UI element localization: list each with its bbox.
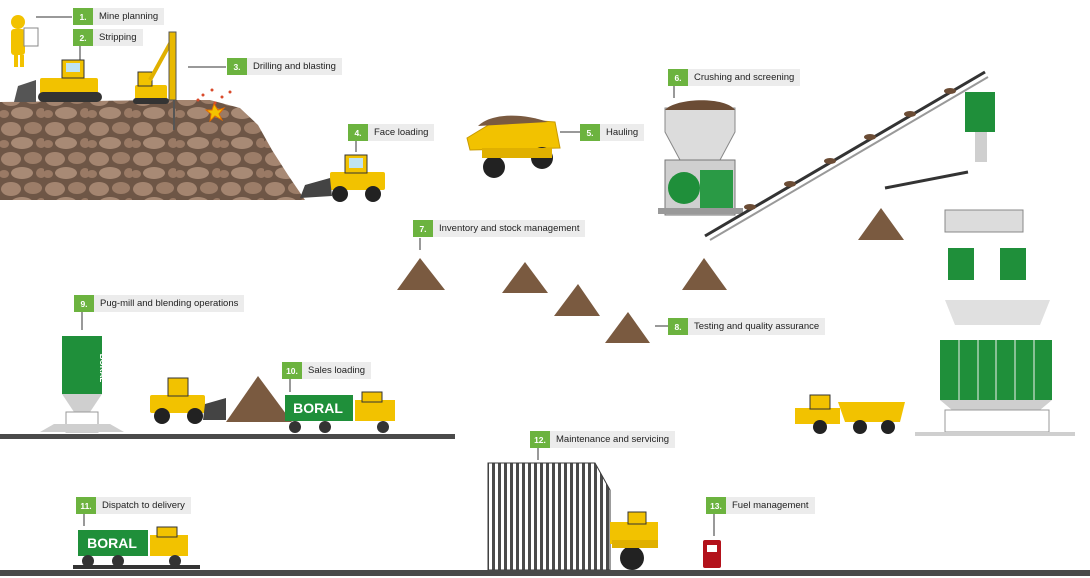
step-number: 5.: [580, 124, 600, 141]
secondary-conveyor: [884, 170, 969, 190]
step-number: 13.: [706, 497, 726, 514]
screening-units: [944, 92, 1050, 325]
wheel-loader-face: [300, 154, 385, 202]
step-text: Maintenance and servicing: [550, 431, 676, 448]
step-label-inventory: 7. Inventory and stock management: [413, 220, 586, 237]
step-text: Dispatch to delivery: [96, 497, 191, 514]
drill-rig: [133, 31, 177, 104]
step-label-hauling: 5. Hauling: [580, 124, 645, 141]
step-label-testing-qa: 8. Testing and quality assurance: [668, 318, 826, 335]
haul-truck: [466, 115, 561, 178]
silo-bank: [915, 340, 1075, 436]
step-text: Fuel management: [726, 497, 815, 514]
step-number: 12.: [530, 431, 550, 448]
service-truck: [610, 511, 658, 570]
step-number: 1.: [73, 8, 93, 25]
step-text: Crushing and screening: [688, 69, 801, 86]
step-number: 7.: [413, 220, 433, 237]
step-label-crushing-screening: 6. Crushing and screening: [668, 69, 801, 86]
dispatch-base-line: [73, 565, 200, 569]
label-leader-lines: [36, 16, 715, 536]
blast-flash-icon: [204, 102, 226, 123]
step-label-face-loading: 4. Face loading: [348, 124, 435, 141]
dispatch-boral-text: BORAL: [87, 535, 137, 551]
fuel-pump-icon: [703, 540, 721, 568]
pugmill-silo: BORAL: [40, 336, 124, 433]
step-number: 4.: [348, 124, 368, 141]
step-label-fuel-management: 13. Fuel management: [706, 497, 815, 514]
sales-ground-line: [0, 434, 455, 439]
step-text: Face loading: [368, 124, 435, 141]
articulated-dump-truck: [795, 394, 905, 434]
step-text: Sales loading: [302, 362, 372, 379]
step-label-stripping: 2. Stripping: [73, 29, 143, 46]
step-number: 6.: [668, 69, 688, 86]
stockpiles: [226, 208, 904, 422]
step-text: Mine planning: [93, 8, 165, 25]
step-text: Testing and quality assurance: [688, 318, 826, 335]
step-text: Hauling: [600, 124, 645, 141]
maintenance-shed: [487, 462, 611, 571]
step-label-sales-loading: 10. Sales loading: [282, 362, 372, 379]
step-number: 10.: [282, 362, 302, 379]
step-label-pugmill-blending: 9. Pug-mill and blending operations: [74, 295, 245, 312]
step-text: Inventory and stock management: [433, 220, 586, 237]
step-text: Pug-mill and blending operations: [94, 295, 245, 312]
step-number: 9.: [74, 295, 94, 312]
step-number: 8.: [668, 318, 688, 335]
step-label-drilling-blasting: 3. Drilling and blasting: [227, 58, 342, 75]
silo-boral-text: BORAL: [98, 354, 107, 383]
step-text: Drilling and blasting: [247, 58, 342, 75]
truck-boral-text: BORAL: [293, 400, 343, 416]
crusher-plant: [658, 100, 743, 216]
boral-truck-sales: BORAL: [285, 391, 395, 433]
step-label-mine-planning: 1. Mine planning: [73, 8, 165, 25]
step-number: 11.: [76, 497, 96, 514]
step-number: 2.: [73, 29, 93, 46]
bottom-ground-line: [0, 570, 1090, 576]
quarry-rock-face: [0, 100, 305, 200]
mine-planner-figure: [11, 15, 39, 67]
main-conveyor: [704, 70, 989, 241]
wheel-loader-sales: [150, 377, 226, 424]
step-text: Stripping: [93, 29, 143, 46]
bulldozer: [14, 59, 102, 102]
step-label-maintenance: 12. Maintenance and servicing: [530, 431, 676, 448]
step-label-dispatch: 11. Dispatch to delivery: [76, 497, 191, 514]
blast-sparks: [196, 88, 232, 105]
step-number: 3.: [227, 58, 247, 75]
boral-truck-dispatch: BORAL: [78, 526, 188, 567]
